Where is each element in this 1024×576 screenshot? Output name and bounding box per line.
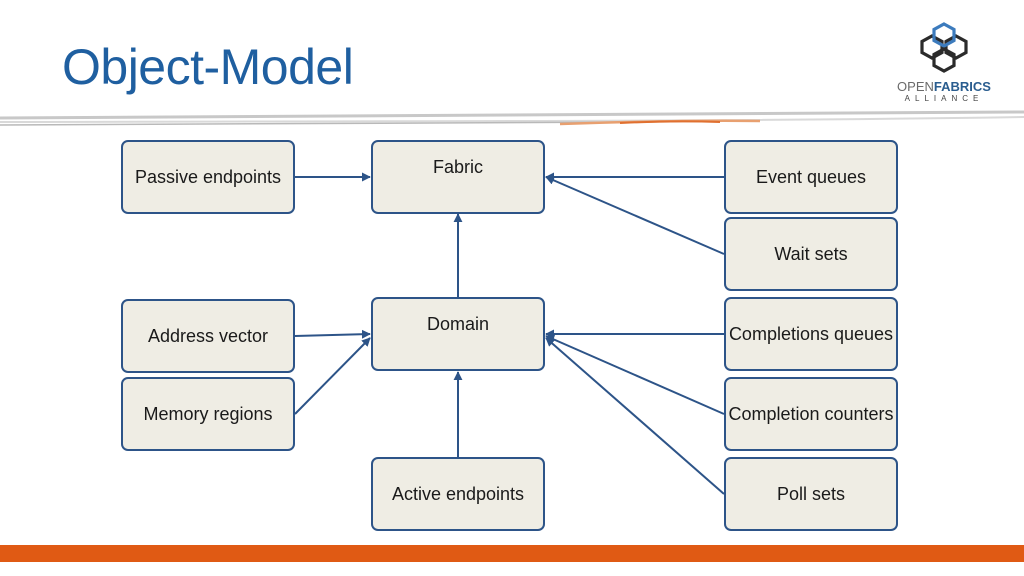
node-passive-endpoints: Passive endpoints <box>121 140 295 214</box>
logo-open: OPEN <box>897 79 934 94</box>
node-completion-queues: Completions queues <box>724 297 898 371</box>
node-memory-regions: Memory regions <box>121 377 295 451</box>
slide-title: Object-Model <box>62 39 354 95</box>
node-wait-sets: Wait sets <box>724 217 898 291</box>
logo-alliance: ALLIANCE <box>904 94 984 103</box>
edge-completioncounters-to-domain <box>545 335 725 415</box>
edge-memoryregions-to-domain <box>294 337 371 415</box>
title-divider-swoosh <box>0 110 1024 126</box>
logo-wordmark: OPENFABRICS <box>896 79 992 94</box>
edge-waitsets-to-fabric <box>545 176 725 255</box>
edge-pollsets-to-domain <box>545 337 725 495</box>
node-event-queues: Event queues <box>724 140 898 214</box>
node-fabric: Fabric <box>371 140 545 214</box>
footer-accent-bar <box>0 545 1024 562</box>
openfabrics-logo-icon <box>920 22 968 73</box>
node-completion-counters: Completion counters <box>724 377 898 451</box>
logo-fabrics: FABRICS <box>933 79 991 94</box>
node-active-endpoints: Active endpoints <box>371 457 545 531</box>
node-address-vector: Address vector <box>121 299 295 373</box>
node-poll-sets: Poll sets <box>724 457 898 531</box>
edge-addressvector-to-domain <box>294 329 371 339</box>
node-domain: Domain <box>371 297 545 371</box>
